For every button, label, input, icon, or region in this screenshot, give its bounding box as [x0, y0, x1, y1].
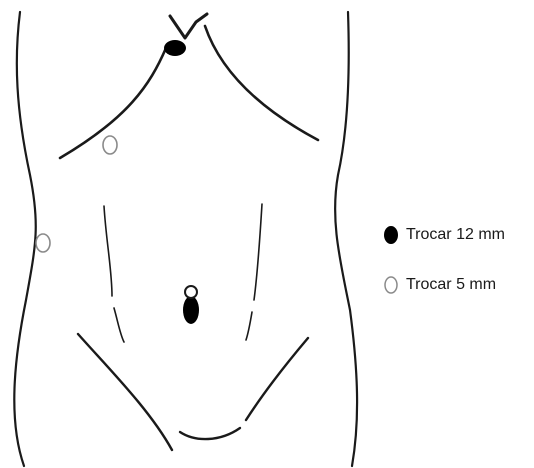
sternal-notch-line: [170, 14, 207, 38]
legend-item-5mm: Trocar 5 mm: [380, 274, 505, 296]
trocar-5mm-marker: [103, 136, 117, 154]
legend-item-12mm: Trocar 12 mm: [380, 224, 505, 246]
legend-label-12mm: Trocar 12 mm: [406, 226, 505, 244]
trocar-12mm-marker: [183, 296, 199, 324]
legend-label-5mm: Trocar 5 mm: [406, 276, 496, 294]
pubic-line: [180, 428, 240, 439]
trocar-5mm-marker: [185, 286, 197, 298]
right-linea-semilunaris: [246, 204, 262, 340]
legend: Trocar 12 mm Trocar 5 mm: [380, 224, 505, 324]
right-torso-outline: [335, 12, 357, 466]
trocar-12mm-marker: [164, 40, 186, 56]
left-torso-outline: [14, 12, 36, 466]
filled-circle-icon: [380, 224, 402, 246]
right-costal-margin: [205, 26, 318, 140]
trocar-5mm-marker: [36, 234, 50, 252]
right-inguinal-line: [246, 338, 308, 420]
left-inguinal-line: [78, 334, 172, 450]
left-linea-semilunaris: [104, 206, 124, 342]
open-circle-icon: [380, 274, 402, 296]
